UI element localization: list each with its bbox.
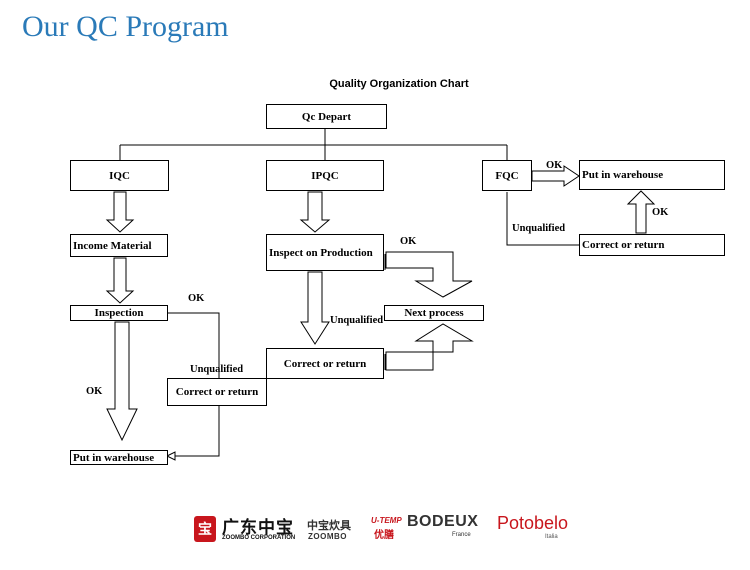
block-arrow <box>105 257 135 304</box>
block-arrow <box>385 251 473 298</box>
node-fqc: FQC <box>482 160 532 191</box>
bodeux-logo: BODEUX <box>407 513 479 530</box>
page-title: Our QC Program <box>22 10 229 43</box>
node-correct-or-return-ipqc: Correct or return <box>266 348 384 379</box>
node-income-material: Income Material <box>70 234 168 257</box>
label-ok: OK <box>188 293 205 304</box>
label-ok: OK <box>546 160 563 171</box>
node-put-in-warehouse-iqc: Put in warehouse <box>70 450 168 465</box>
label-ok: OK <box>652 207 669 218</box>
potobelo-logo: Potobelo <box>497 513 569 533</box>
potobelo-logo-subtitle: Italia <box>545 534 558 540</box>
arrowhead <box>165 451 176 461</box>
connector-line <box>168 312 220 378</box>
block-arrow <box>299 191 331 233</box>
zoombo-logo-mark: 宝 <box>194 516 216 542</box>
label-unqualified: Unqualified <box>190 364 244 375</box>
node-inspect-on-production: Inspect on Production <box>266 234 384 271</box>
block-arrow <box>105 191 135 233</box>
block-arrow <box>626 190 656 234</box>
label-unqualified: Unqualified <box>512 223 566 234</box>
bodeux-logo-subtitle: France <box>452 532 471 538</box>
label-ok: OK <box>86 386 103 397</box>
block-arrow <box>385 323 474 371</box>
node-next-process: Next process <box>384 305 484 321</box>
node-correct-or-return-iqc: Correct or return <box>167 378 267 406</box>
zoombo-cookware-logo-english: ZOOMBO <box>308 532 347 541</box>
zoombo-logo-chinese: 广东中宝 <box>222 518 294 538</box>
node-inspection: Inspection <box>70 305 168 321</box>
utemp-logo-latin: U-TEMP <box>371 516 402 525</box>
block-arrow <box>531 165 580 187</box>
zoombo-cookware-logo-chinese: 中宝炊具 <box>307 519 351 532</box>
node-correct-or-return-fqc: Correct or return <box>579 234 725 256</box>
label-unqualified: Unqualified <box>330 315 384 326</box>
label-ok: OK <box>400 236 417 247</box>
block-arrow <box>106 321 138 442</box>
node-iqc: IQC <box>70 160 169 191</box>
connector-line <box>506 192 579 246</box>
zoombo-logo-english: ZOOMBO CORPORATION <box>222 535 296 541</box>
utemp-logo-chinese: 优膳 <box>374 530 394 541</box>
block-arrow <box>300 271 330 345</box>
node-put-in-warehouse-fqc: Put in warehouse <box>579 160 725 190</box>
connector-line <box>169 406 220 457</box>
chart-title: Quality Organization Chart <box>329 78 469 90</box>
node-qc-depart: Qc Depart <box>266 104 387 129</box>
node-ipqc: IPQC <box>266 160 384 191</box>
